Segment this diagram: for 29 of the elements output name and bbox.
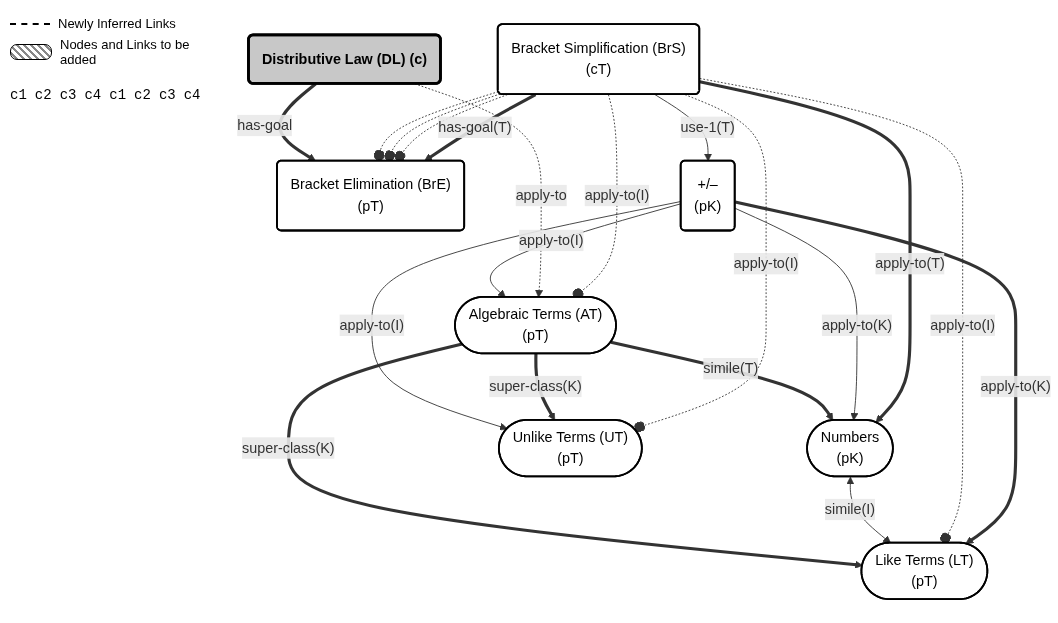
link-tag: c3 xyxy=(59,87,77,103)
edge-label: apply-to(I) xyxy=(339,316,405,333)
edge-label: apply-to(I) xyxy=(930,316,995,333)
edge-label: apply-to(K) xyxy=(980,378,1051,394)
edge-label: simile(I) xyxy=(824,501,876,517)
edge-label: super-class(K) xyxy=(242,439,335,456)
link-tag: c2 xyxy=(34,87,52,103)
arrow xyxy=(610,340,834,421)
edge-label: super-class(K) xyxy=(489,378,582,394)
legend-text: Newly Inferred Links xyxy=(58,16,176,31)
arrow xyxy=(424,93,537,162)
edge-label: apply-to(K) xyxy=(821,316,893,333)
link-tag: c4 xyxy=(183,87,201,103)
edge-label: has-goal(T) xyxy=(438,119,512,135)
edge-label: apply-to(T) xyxy=(875,255,945,271)
arrow xyxy=(286,342,863,569)
edge-label: apply-to xyxy=(515,187,567,203)
link-tag: c1 xyxy=(109,87,127,103)
edge-label: has-goal xyxy=(237,117,293,133)
link-tag: c2 xyxy=(134,87,151,103)
edge-label: apply-to(I) xyxy=(518,232,584,248)
link-tag: c3 xyxy=(158,87,176,103)
edge-label: apply-to(I) xyxy=(733,255,799,271)
link-tag: c4 xyxy=(84,87,102,103)
edge-label: use-1(T) xyxy=(680,119,735,135)
legend-text: Nodes and Links to be added xyxy=(60,37,191,67)
link-tag: c1 xyxy=(10,87,27,103)
edge-label: simile(T) xyxy=(703,360,759,376)
edge-label: apply-to(I) xyxy=(584,187,650,203)
